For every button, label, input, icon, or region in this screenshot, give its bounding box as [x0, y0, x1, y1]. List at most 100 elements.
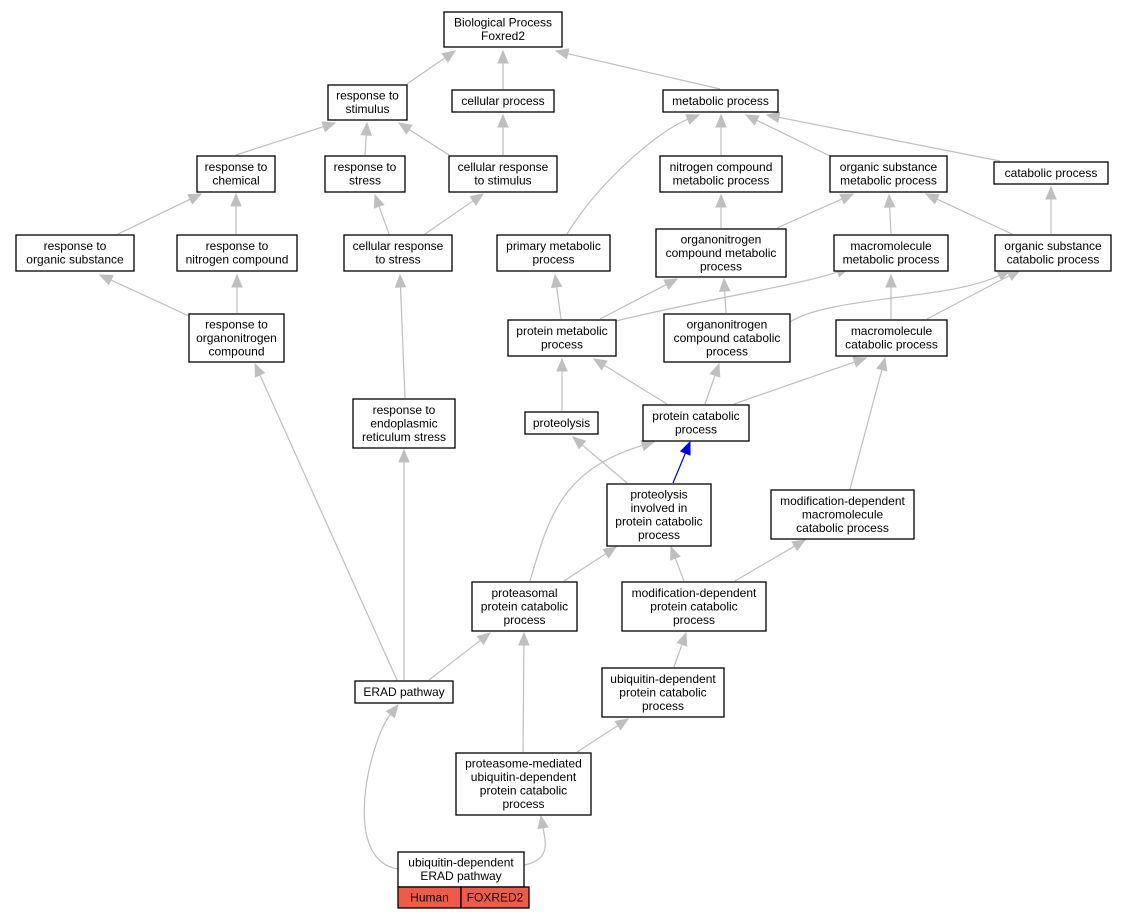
edge-arrowhead	[614, 718, 630, 731]
term-label-line: organic substance	[26, 253, 124, 267]
edge-arrowhead	[398, 448, 410, 463]
term-label-line: proteasomal	[491, 586, 557, 600]
term-label-line: protein catabolic	[480, 784, 567, 798]
edge-arrowhead	[556, 357, 568, 372]
term-node-box	[455, 752, 592, 816]
term-label-line: protein catabolic	[619, 685, 706, 699]
term-node-metab-proc[interactable]: metabolic process	[662, 89, 779, 113]
term-node-proteolysis[interactable]: proteolysis	[524, 411, 599, 435]
term-node-box	[829, 155, 948, 193]
term-node-cell-proc[interactable]: cellular process	[451, 89, 555, 113]
edge-erad-to-resp_organonitro	[254, 362, 398, 681]
edge-line	[849, 369, 883, 490]
edge-cell_resp_stim-to-cell_proc	[497, 113, 509, 155]
term-node-proteasome-ubiq[interactable]: proteasome-mediatedubiquitin-dependentpr…	[455, 752, 592, 816]
edge-line	[408, 128, 450, 156]
edge-resp_organonitro-to-resp_nitro_comp	[231, 273, 243, 313]
term-label-line: process	[638, 528, 680, 542]
edge-resp_org_sub-to-resp_chem	[117, 193, 203, 235]
edge-erad-to-proteasomal_prot_catab	[428, 632, 492, 681]
edge-line	[673, 644, 683, 668]
edge-prot_metab-to-prim_metab	[550, 273, 563, 320]
term-label-line: endoplasmic	[370, 416, 437, 430]
term-node-box	[15, 234, 135, 272]
term-label-line: ubiquitin-dependent	[471, 770, 577, 784]
term-node-box	[659, 155, 783, 193]
term-node-box	[176, 234, 298, 272]
edge-line	[522, 644, 525, 753]
edge-proteolysis_prot_catab-to-prot_catab	[672, 440, 691, 484]
edge-line	[363, 713, 399, 870]
edge-line	[378, 206, 390, 235]
edge-arrowhead	[321, 121, 337, 133]
term-node-box	[451, 89, 555, 113]
edge-ubiq_erad-to-erad	[363, 703, 399, 870]
edge-arrowhead	[254, 362, 266, 378]
term-label-line: nitrogen compound	[670, 160, 773, 174]
term-node-mod-dep-macromol-catab[interactable]: modification-dependentmacromoleculecatab…	[770, 489, 915, 540]
term-label-line: organonitrogen	[687, 317, 768, 331]
edge-line	[611, 271, 838, 323]
term-node-box	[655, 228, 787, 278]
term-node-box	[397, 851, 525, 888]
term-node-catab-proc[interactable]: catabolic process	[993, 161, 1109, 185]
term-node-box	[327, 84, 408, 121]
edge-resp_er_stress-to-cell_resp_stress	[394, 273, 407, 399]
edge-metab_proc-to-bp	[554, 48, 721, 90]
edge-macromol_catab-to-macromol_metab	[885, 273, 897, 319]
term-label-line: organonitrogen	[681, 232, 762, 246]
edge-line	[110, 279, 190, 317]
term-label-line: organic substance	[840, 160, 938, 174]
term-label-line: Biological Process	[454, 16, 552, 30]
term-label-line: compound catabolic	[674, 331, 781, 345]
edge-organonitro_catab-to-org_sub_catab	[789, 269, 1012, 323]
edge-nitro_comp_metab-to-metab_proc	[715, 113, 727, 155]
term-node-box	[188, 313, 285, 363]
edge-resp_chem-to-resp_stim	[235, 121, 337, 156]
term-label-line: response to	[336, 89, 399, 103]
edge-line	[724, 290, 727, 314]
edge-arrowhead	[640, 440, 656, 452]
term-label-line: proteasome-mediated	[465, 757, 582, 771]
edge-organonitro_metab-to-nitro_comp_metab	[715, 193, 727, 228]
edge-arrowhead	[670, 545, 681, 561]
term-label-line: stress	[349, 174, 381, 188]
term-node-box	[507, 319, 617, 357]
gene-label: FOXRED2	[467, 891, 524, 905]
edge-proteolysis-to-prot_metab	[556, 357, 568, 411]
edge-prot_catab-to-macromol_catab	[733, 356, 868, 405]
term-node-erad[interactable]: ERAD pathway	[354, 680, 454, 704]
edge-line	[889, 206, 892, 235]
term-node-box	[471, 581, 578, 632]
edges-layer	[98, 48, 1057, 870]
edge-prot_metab-to-organonitro_metab	[599, 278, 679, 320]
edge-line	[556, 286, 562, 320]
term-node-box	[662, 89, 779, 113]
